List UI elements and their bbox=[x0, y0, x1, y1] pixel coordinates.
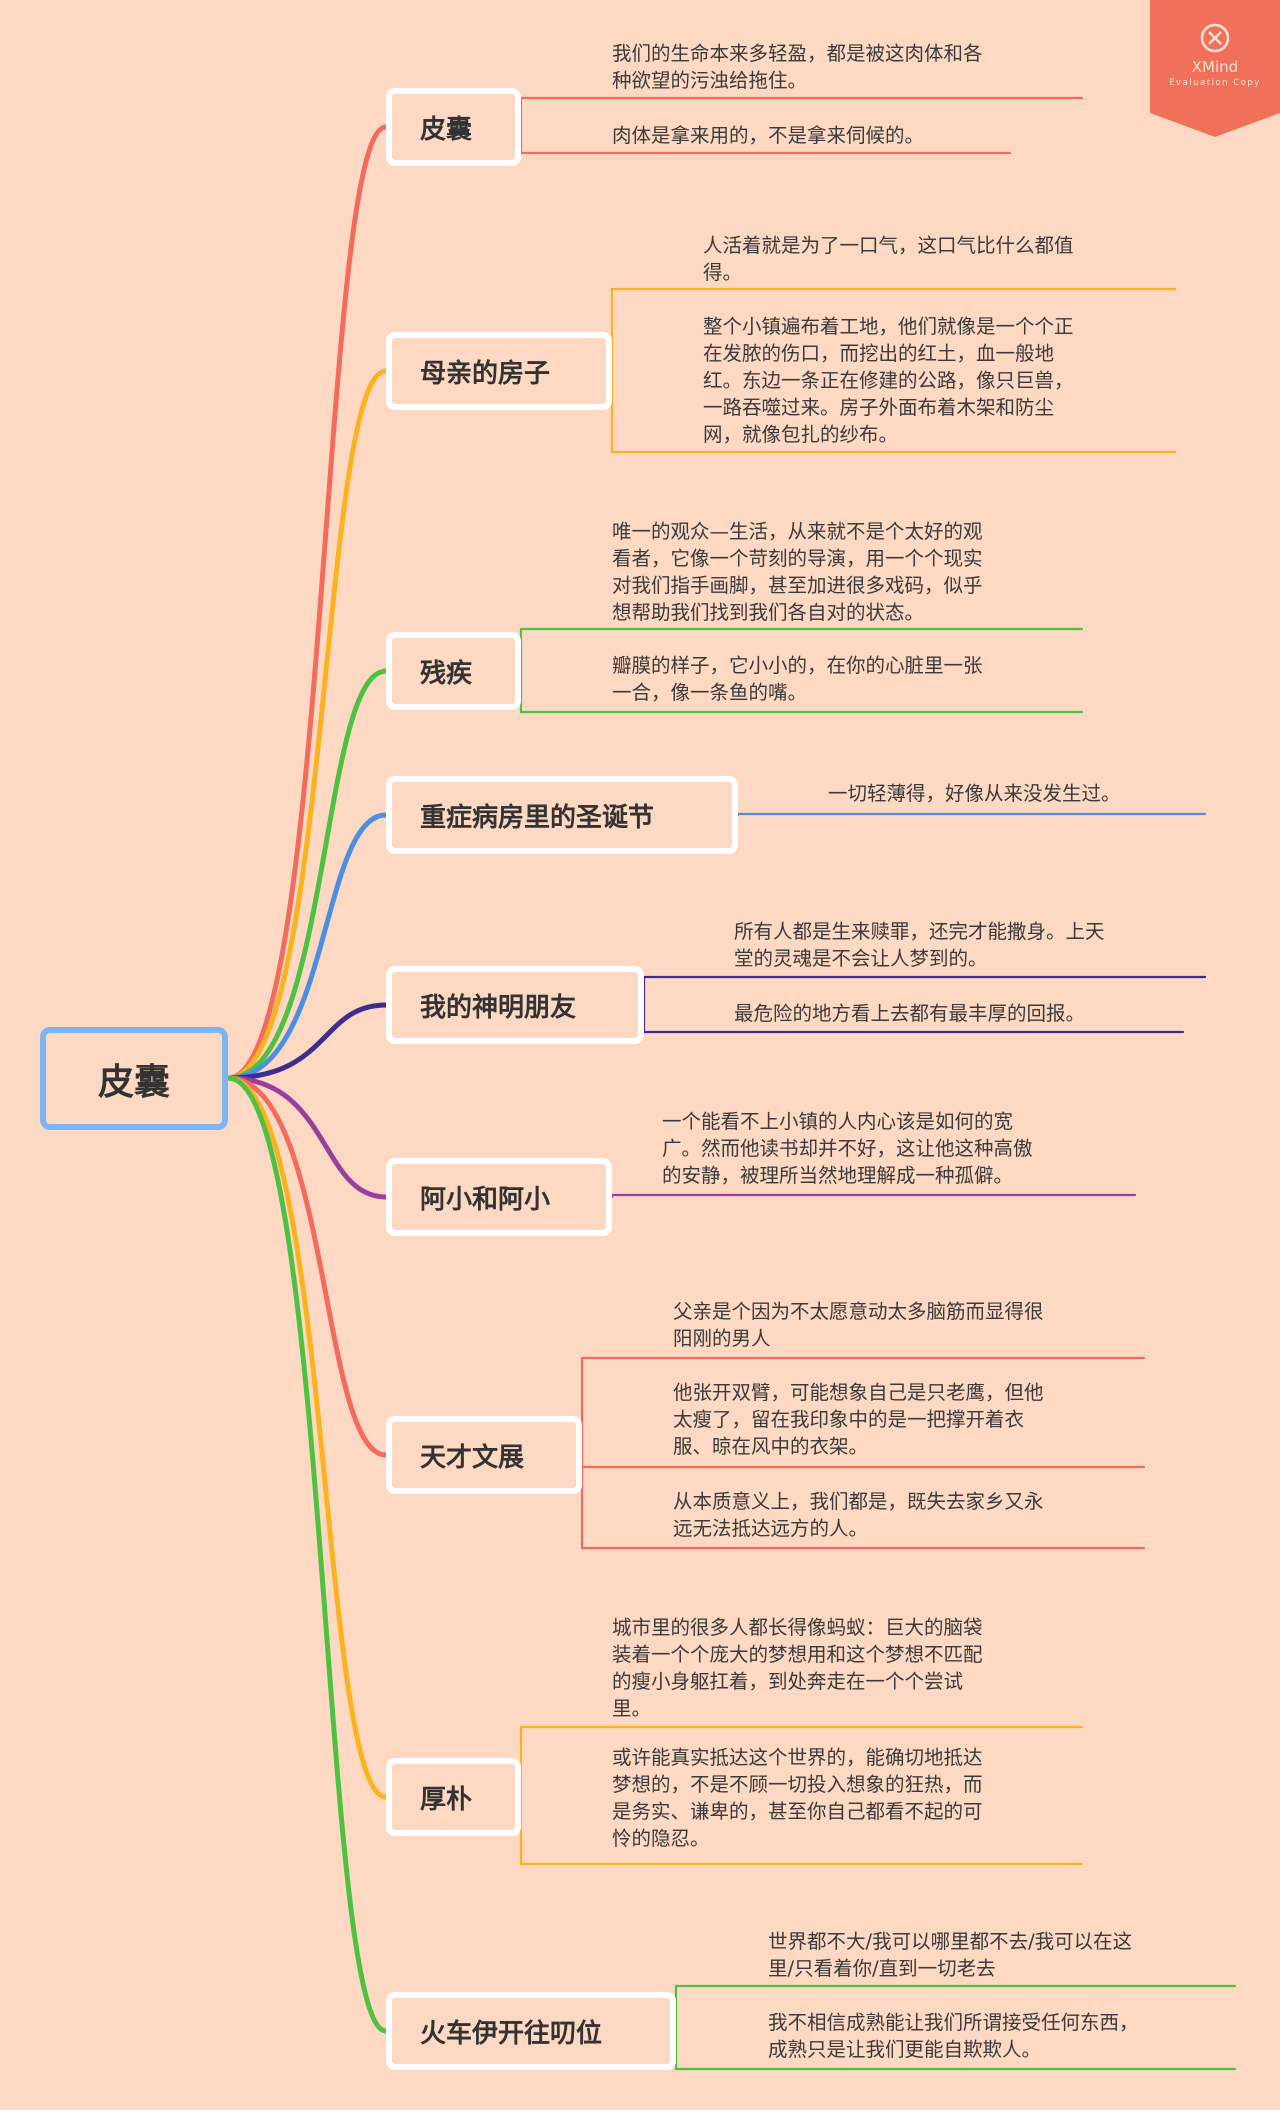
subtopic-note[interactable]: 我不相信成熟能让我们所谓接受任何东西， 成熟只是让我们更能自欺欺人。 bbox=[768, 2011, 1139, 2061]
topic-node[interactable]: 我的神明朋友 bbox=[386, 966, 644, 1044]
sub-branch bbox=[519, 669, 1084, 714]
sub-branch bbox=[610, 369, 1177, 454]
topic-node[interactable]: 厚朴 bbox=[386, 1758, 521, 1836]
subtopic-note[interactable]: 城市里的很多人都长得像蚂蚁：巨大的脑袋 装着一个个庞大的梦想用和这个梦想不匹配 … bbox=[612, 1616, 983, 1720]
main-branch bbox=[225, 668, 389, 1081]
watermark-badge bbox=[1150, 0, 1280, 137]
sub-branch bbox=[519, 125, 1012, 155]
central-topic[interactable]: 皮囊 bbox=[40, 1027, 228, 1130]
subtopic-note[interactable]: 一切轻薄得，好像从来没发生过。 bbox=[828, 782, 1121, 805]
topic-node[interactable]: 皮囊 bbox=[386, 88, 521, 166]
main-branch bbox=[225, 1002, 389, 1081]
sub-branch bbox=[519, 1795, 1084, 1866]
subtopic-note[interactable]: 所有人都是生来赎罪，还完才能撒身。上天 堂的灵魂是不会让人梦到的。 bbox=[734, 920, 1105, 970]
subtopic-note[interactable]: 人活着就是为了一口气，这口气比什么都值 得。 bbox=[703, 234, 1074, 284]
subtopic-note[interactable]: 肉体是拿来用的，不是拿来伺候的。 bbox=[612, 124, 925, 147]
sub-branch bbox=[519, 1725, 1084, 1799]
subtopic-note[interactable]: 整个小镇遍布着工地，他们就像是一个个正 在发脓的伤口，而挖出的红土，血一般地 红… bbox=[703, 315, 1074, 446]
main-branch bbox=[225, 1075, 389, 1200]
sub-branch bbox=[674, 1984, 1237, 2033]
subtopic-note[interactable]: 父亲是个因为不太愿意动太多脑筋而显得很 阳刚的男人 bbox=[673, 1300, 1044, 1350]
main-branch bbox=[225, 1075, 389, 1800]
sub-branch bbox=[519, 627, 1084, 673]
subtopic-note[interactable]: 世界都不大/我可以哪里都不去/我可以在这 里/只看着你/直到一切老去 bbox=[768, 1930, 1133, 1980]
watermark-logo: XMind bbox=[1191, 58, 1239, 76]
subtopic-note[interactable]: 一个能看不上小镇的人内心该是如何的宽 广。然而他读书却并不好，这让他这种高傲 的… bbox=[662, 1110, 1033, 1187]
topic-node[interactable]: 残疾 bbox=[386, 632, 521, 710]
subtopic-note[interactable]: 最危险的地方看上去都有最丰厚的回报。 bbox=[734, 1002, 1086, 1025]
subtopic-note[interactable]: 从本质意义上，我们都是，既失去家乡又永 远无法抵达远方的人。 bbox=[673, 1490, 1044, 1540]
sub-branch bbox=[580, 1453, 1146, 1550]
subtopic-note[interactable]: 或许能真实抵达这个世界的，能确切地抵达 梦想的，不是不顾一切投入想象的狂热，而 … bbox=[612, 1746, 983, 1850]
main-branch bbox=[225, 812, 389, 1081]
sub-branch bbox=[736, 812, 1207, 817]
topic-node[interactable]: 阿小和阿小 bbox=[386, 1158, 612, 1236]
subtopic-note[interactable]: 唯一的观众—生活，从来就不是个太好的观 看者，它像一个苛刻的导演，用一个个现实 … bbox=[612, 520, 983, 624]
topic-node[interactable]: 火车伊开往叨位 bbox=[386, 1992, 676, 2070]
watermark-subtitle: Evaluation Copy bbox=[1169, 78, 1261, 88]
main-branch bbox=[225, 1075, 389, 2034]
sub-branch bbox=[642, 1003, 1185, 1034]
sub-branch bbox=[610, 287, 1177, 373]
main-branch bbox=[225, 368, 389, 1081]
topic-node[interactable]: 天才文展 bbox=[386, 1416, 582, 1494]
sub-branch bbox=[610, 1193, 1137, 1199]
sub-branch bbox=[580, 1356, 1146, 1457]
close-icon bbox=[1200, 23, 1230, 53]
sub-branch bbox=[674, 2029, 1237, 2071]
main-branch bbox=[225, 1075, 389, 1458]
main-branch bbox=[225, 124, 389, 1081]
topic-node[interactable]: 重症病房里的圣诞节 bbox=[386, 776, 738, 854]
subtopic-note[interactable]: 他张开双臂，可能想象自己是只老鹰，但他 太瘦了，留在我印象中的是一把撑开着衣 服… bbox=[673, 1381, 1044, 1458]
topic-node[interactable]: 母亲的房子 bbox=[386, 332, 612, 410]
subtopic-note[interactable]: 我们的生命本来多轻盈，都是被这肉体和各 种欲望的污浊给拖住。 bbox=[612, 42, 983, 92]
subtopic-note[interactable]: 瓣膜的样子，它小小的，在你的心脏里一张 一合，像一条鱼的嘴。 bbox=[612, 654, 983, 704]
